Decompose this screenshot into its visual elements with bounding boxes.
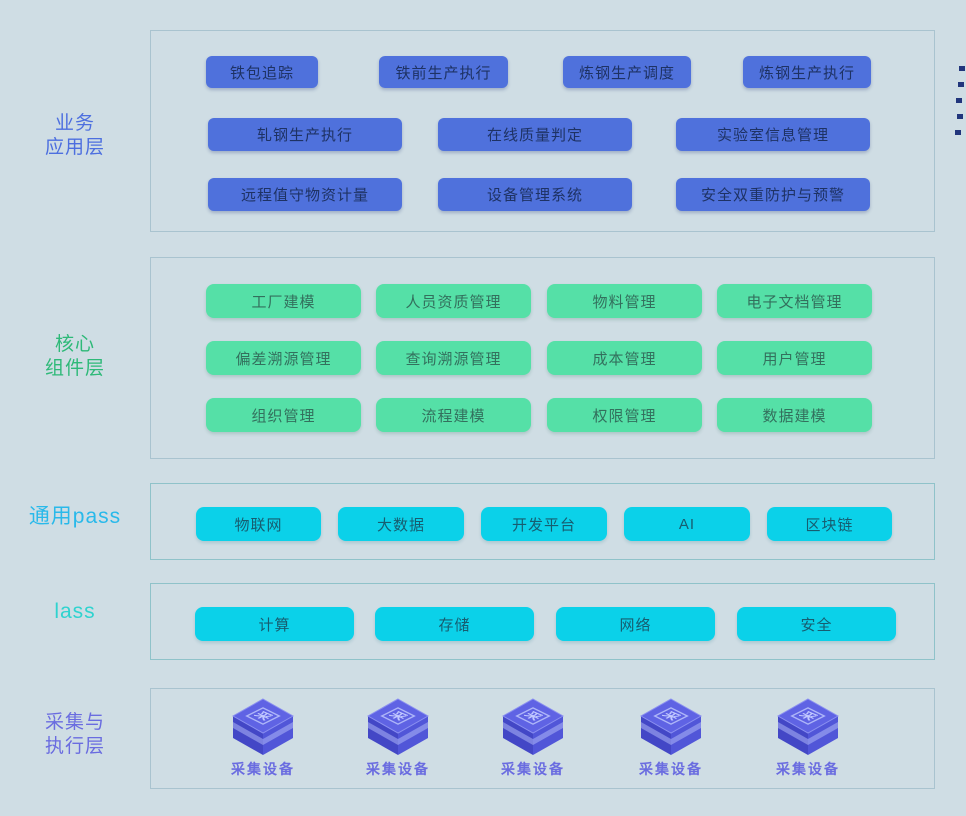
device-cube-icon: 采 — [776, 698, 840, 755]
panel-iaas-layer: 计算 存储 网络 安全 — [150, 583, 935, 660]
deco-dot — [956, 98, 962, 103]
panel-business-layer: 铁包追踪 铁前生产执行 炼钢生产调度 炼钢生产执行 轧钢生产执行 在线质量判定 … — [150, 30, 935, 232]
paas-block[interactable]: 区块链 — [767, 507, 892, 541]
app-block[interactable]: 炼钢生产执行 — [743, 56, 871, 88]
device-label: 采集设备 — [776, 761, 840, 777]
deco-dot — [959, 66, 965, 71]
paas-block[interactable]: 开发平台 — [481, 507, 607, 541]
layer-label-business: 业务 应用层 — [0, 112, 150, 160]
layer-label-core: 核心 组件层 — [0, 333, 150, 381]
paas-block[interactable]: 物联网 — [196, 507, 321, 541]
app-block[interactable]: 安全双重防护与预警 — [676, 178, 870, 211]
app-block[interactable]: 铁包追踪 — [206, 56, 318, 88]
panel-core-layer: 工厂建模 人员资质管理 物料管理 电子文档管理 偏差溯源管理 查询溯源管理 成本… — [150, 257, 935, 459]
iaas-block[interactable]: 计算 — [195, 607, 354, 641]
device-label: 采集设备 — [366, 761, 430, 777]
component-block[interactable]: 成本管理 — [547, 341, 702, 375]
collection-device: 采 采集设备 — [353, 698, 443, 779]
layer-label-line: 通用pass — [28, 505, 122, 528]
device-cube-icon: 采 — [231, 698, 295, 755]
app-block[interactable]: 在线质量判定 — [438, 118, 632, 151]
component-block[interactable]: 工厂建模 — [206, 284, 361, 318]
device-cube-icon: 采 — [366, 698, 430, 755]
component-block[interactable]: 组织管理 — [206, 398, 361, 432]
layer-label-edge: 采集与 执行层 — [0, 711, 150, 759]
collection-device: 采 采集设备 — [218, 698, 308, 779]
collection-device: 采 采集设备 — [488, 698, 578, 779]
iaas-block[interactable]: 存储 — [375, 607, 534, 641]
layer-label-paas: 通用pass — [0, 505, 150, 529]
component-block[interactable]: 用户管理 — [717, 341, 872, 375]
app-block[interactable]: 铁前生产执行 — [379, 56, 508, 88]
deco-dot — [955, 130, 961, 135]
panel-paas-layer: 物联网 大数据 开发平台 AI 区块链 — [150, 483, 935, 560]
component-block[interactable]: 偏差溯源管理 — [206, 341, 361, 375]
deco-dot — [957, 114, 963, 119]
paas-block[interactable]: AI — [624, 507, 750, 541]
layer-label-line: 采集与 — [44, 712, 105, 733]
layer-label-iaas: lass — [0, 600, 150, 624]
component-block[interactable]: 物料管理 — [547, 284, 702, 318]
device-label: 采集设备 — [501, 761, 565, 777]
component-block[interactable]: 电子文档管理 — [717, 284, 872, 318]
app-block[interactable]: 炼钢生产调度 — [563, 56, 691, 88]
collection-device: 采 采集设备 — [763, 698, 853, 779]
collection-device: 采 采集设备 — [626, 698, 716, 779]
layer-label-line: 业务 — [54, 113, 95, 134]
component-block[interactable]: 数据建模 — [717, 398, 872, 432]
iaas-block[interactable]: 安全 — [737, 607, 896, 641]
component-block[interactable]: 流程建模 — [376, 398, 531, 432]
layer-label-line: 执行层 — [44, 736, 105, 757]
iaas-block[interactable]: 网络 — [556, 607, 715, 641]
device-cube-icon: 采 — [639, 698, 703, 755]
layer-label-line: 应用层 — [44, 137, 105, 158]
app-block[interactable]: 远程值守物资计量 — [208, 178, 402, 211]
component-block[interactable]: 查询溯源管理 — [376, 341, 531, 375]
app-block[interactable]: 设备管理系统 — [438, 178, 632, 211]
device-cube-icon: 采 — [501, 698, 565, 755]
deco-dot — [958, 82, 964, 87]
device-label: 采集设备 — [231, 761, 295, 777]
layer-label-line: lass — [54, 600, 96, 623]
paas-block[interactable]: 大数据 — [338, 507, 464, 541]
app-block[interactable]: 轧钢生产执行 — [208, 118, 402, 151]
layer-label-line: 核心 — [54, 334, 95, 355]
panel-edge-layer: 采 采集设备 采 采集设备 — [150, 688, 935, 789]
app-block[interactable]: 实验室信息管理 — [676, 118, 870, 151]
layer-label-line: 组件层 — [44, 358, 105, 379]
component-block[interactable]: 权限管理 — [547, 398, 702, 432]
component-block[interactable]: 人员资质管理 — [376, 284, 531, 318]
device-label: 采集设备 — [639, 761, 703, 777]
